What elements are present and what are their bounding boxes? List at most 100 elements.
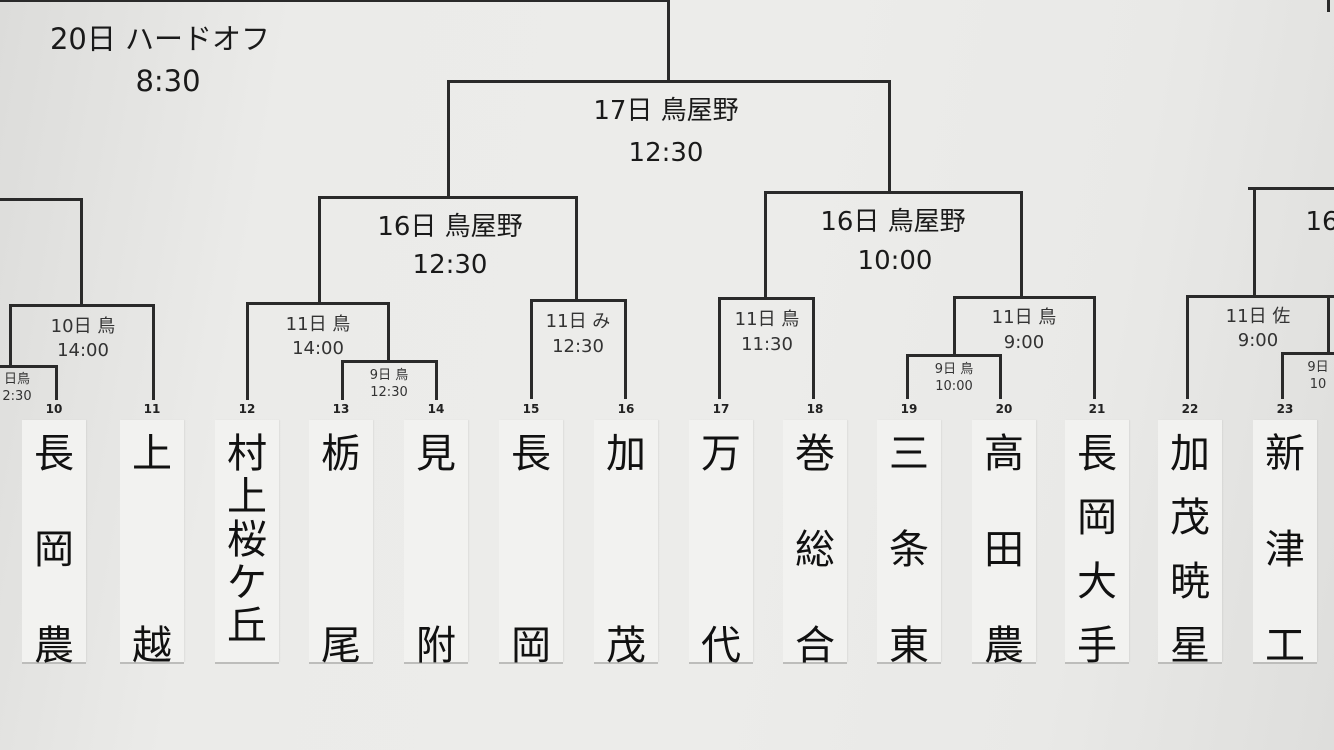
team-name-char: 手 (1077, 623, 1117, 669)
team-name-char: 桜 (227, 517, 267, 563)
match-time: 14:00 (57, 340, 109, 361)
bracket-line (246, 302, 249, 400)
bracket-line (953, 296, 956, 356)
bracket-line (1281, 352, 1284, 399)
bracket-line (1281, 352, 1334, 355)
match-day: 11日 鳥 (991, 307, 1057, 328)
team-seed-number: 17 (706, 402, 736, 427)
team-seed-number: 19 (894, 402, 924, 427)
team-card: 三条東 (877, 420, 941, 666)
team-name-char: 代 (701, 623, 741, 669)
team-name-char: 津 (1265, 527, 1305, 573)
match-time: 9:00 (1003, 332, 1045, 353)
bracket-line (341, 360, 438, 363)
match-day: 11日 み (545, 311, 611, 332)
match-time: 9:00 (1237, 330, 1279, 351)
match-time: 12:30 (628, 138, 704, 168)
bracket-line (447, 80, 450, 199)
bracket-line (667, 0, 670, 83)
team-card: 長岡 (499, 420, 563, 666)
match-time: 12:30 (412, 250, 488, 280)
match-day: 9日 鳥 (369, 368, 409, 383)
match-day: 17日 鳥屋野 (593, 96, 739, 126)
team-name-char: 越 (132, 623, 172, 669)
bracket-line (435, 360, 438, 400)
team-name-char: 茂 (1170, 495, 1210, 541)
bracket-line (812, 297, 815, 399)
bracket-line (624, 299, 627, 399)
team-card: 栃尾 (309, 420, 373, 666)
team-name-char: 加 (1170, 431, 1210, 477)
bracket-line (1327, 295, 1330, 353)
team-name-char: 丘 (227, 603, 267, 649)
match-time: 10 (1309, 377, 1327, 392)
team-name-char: 岡 (511, 623, 551, 669)
team-name-char: 合 (795, 623, 835, 669)
match-day: 16 (1305, 207, 1334, 237)
team-seed-number: 21 (1082, 402, 1112, 427)
bracket-line (1327, 0, 1330, 12)
match-day: 16日 鳥屋野 (820, 207, 966, 237)
bracket-line (530, 299, 627, 302)
team-name-char: 長 (34, 431, 74, 477)
team-card: 巻総合 (783, 420, 847, 666)
bracket-line (80, 198, 83, 306)
team-name-char: ケ (227, 560, 267, 606)
team-name-char: 見 (416, 431, 456, 477)
team-name-char: 農 (34, 623, 74, 669)
match-time: 8:30 (135, 64, 201, 98)
match-day: 日鳥 (3, 372, 31, 387)
bracket-line (575, 196, 578, 300)
match-time: 14:00 (292, 338, 344, 359)
bracket-line (1093, 296, 1096, 399)
team-name-char: 栃 (321, 431, 361, 477)
team-seed-number: 13 (326, 402, 356, 427)
team-seed-number: 10 (39, 402, 69, 427)
team-name-char: 附 (416, 623, 456, 669)
bracket-line (906, 354, 909, 399)
team-name-char: 農 (984, 623, 1024, 669)
bracket-line (764, 191, 1023, 194)
team-seed-number: 18 (800, 402, 830, 427)
team-name-char: 長 (511, 431, 551, 477)
bracket-line (0, 365, 58, 368)
match-time: 10:00 (935, 379, 973, 394)
bracket-line (1186, 295, 1334, 298)
team-seed-number: 20 (989, 402, 1019, 427)
bracket-line (906, 354, 1002, 357)
team-name-char: 村 (227, 431, 267, 477)
team-name-char: 長 (1077, 431, 1117, 477)
team-name-char: 尾 (321, 623, 361, 669)
bracket-line (1253, 187, 1256, 297)
bracket-line (0, 198, 83, 201)
team-card: 万代 (689, 420, 753, 666)
bracket-line (1020, 191, 1023, 298)
bracket-line (9, 304, 155, 307)
team-card: 高田農 (972, 420, 1036, 666)
match-day: 20日 ハードオフ (49, 22, 271, 56)
team-name-char: 上 (227, 474, 267, 520)
match-time: 10:00 (857, 246, 933, 276)
bracket-line (55, 365, 58, 400)
match-day: 16日 鳥屋野 (377, 212, 523, 242)
team-seed-number: 12 (232, 402, 262, 427)
bracket-line (318, 196, 578, 199)
bracket-line (318, 196, 321, 304)
team-name-char: 茂 (606, 623, 646, 669)
bracket-line (530, 299, 533, 399)
bracket-line (888, 80, 891, 193)
team-seed-number: 22 (1175, 402, 1205, 427)
match-day: 9日 鳥 (934, 362, 974, 377)
team-name-char: 上 (132, 431, 172, 477)
match-day: 9日 (1307, 360, 1329, 375)
team-name-char: 加 (606, 431, 646, 477)
team-card: 見附 (404, 420, 468, 666)
team-seed-number: 15 (516, 402, 546, 427)
team-name-char: 星 (1170, 623, 1210, 669)
match-day: 11日 鳥 (285, 314, 351, 335)
team-name-char: 東 (889, 623, 929, 669)
team-seed-number: 11 (137, 402, 167, 427)
team-seed-number: 23 (1270, 402, 1300, 427)
bracket-line (387, 302, 390, 362)
